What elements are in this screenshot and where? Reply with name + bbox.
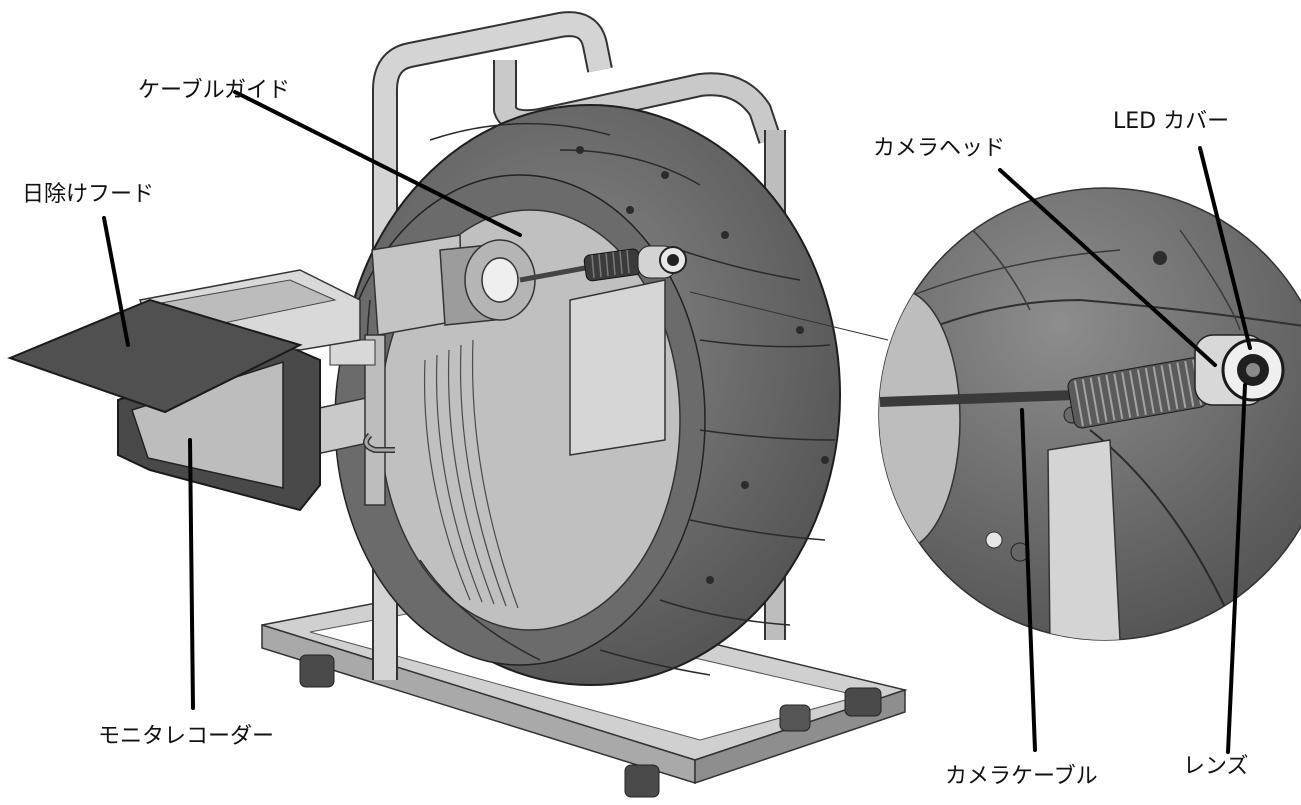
callout-line-led-cover — [1198, 146, 1252, 350]
callout-lines — [102, 90, 1252, 754]
label-led-cover: LED カバー — [1113, 109, 1230, 134]
sun-hood — [7, 298, 303, 414]
label-lens: レンズ — [1183, 754, 1249, 779]
callout-line-monitor — [188, 438, 195, 710]
callout-line-camera-cable — [1020, 408, 1037, 752]
label-camera-cable: カメラケーブル — [945, 764, 1098, 789]
reel-side-plate — [569, 279, 666, 456]
zoom-guide-line — [689, 291, 889, 341]
callout-line-sun-hood — [102, 216, 130, 347]
label-monitor-recorder: モニタレコーダー — [98, 724, 275, 749]
label-camera-head: カメラヘッド — [873, 136, 1006, 161]
label-cable-guide: ケーブルガイド — [138, 78, 291, 103]
camera-head-small — [583, 245, 687, 282]
zoom-detail — [878, 187, 1301, 641]
cable-guide-bracket — [371, 234, 586, 336]
label-sun-hood: 日除けフード — [22, 182, 155, 207]
callout-line-lens — [1226, 383, 1247, 754]
callout-line-cable-guide — [233, 90, 522, 237]
callout-line-camera-head — [998, 168, 1217, 367]
